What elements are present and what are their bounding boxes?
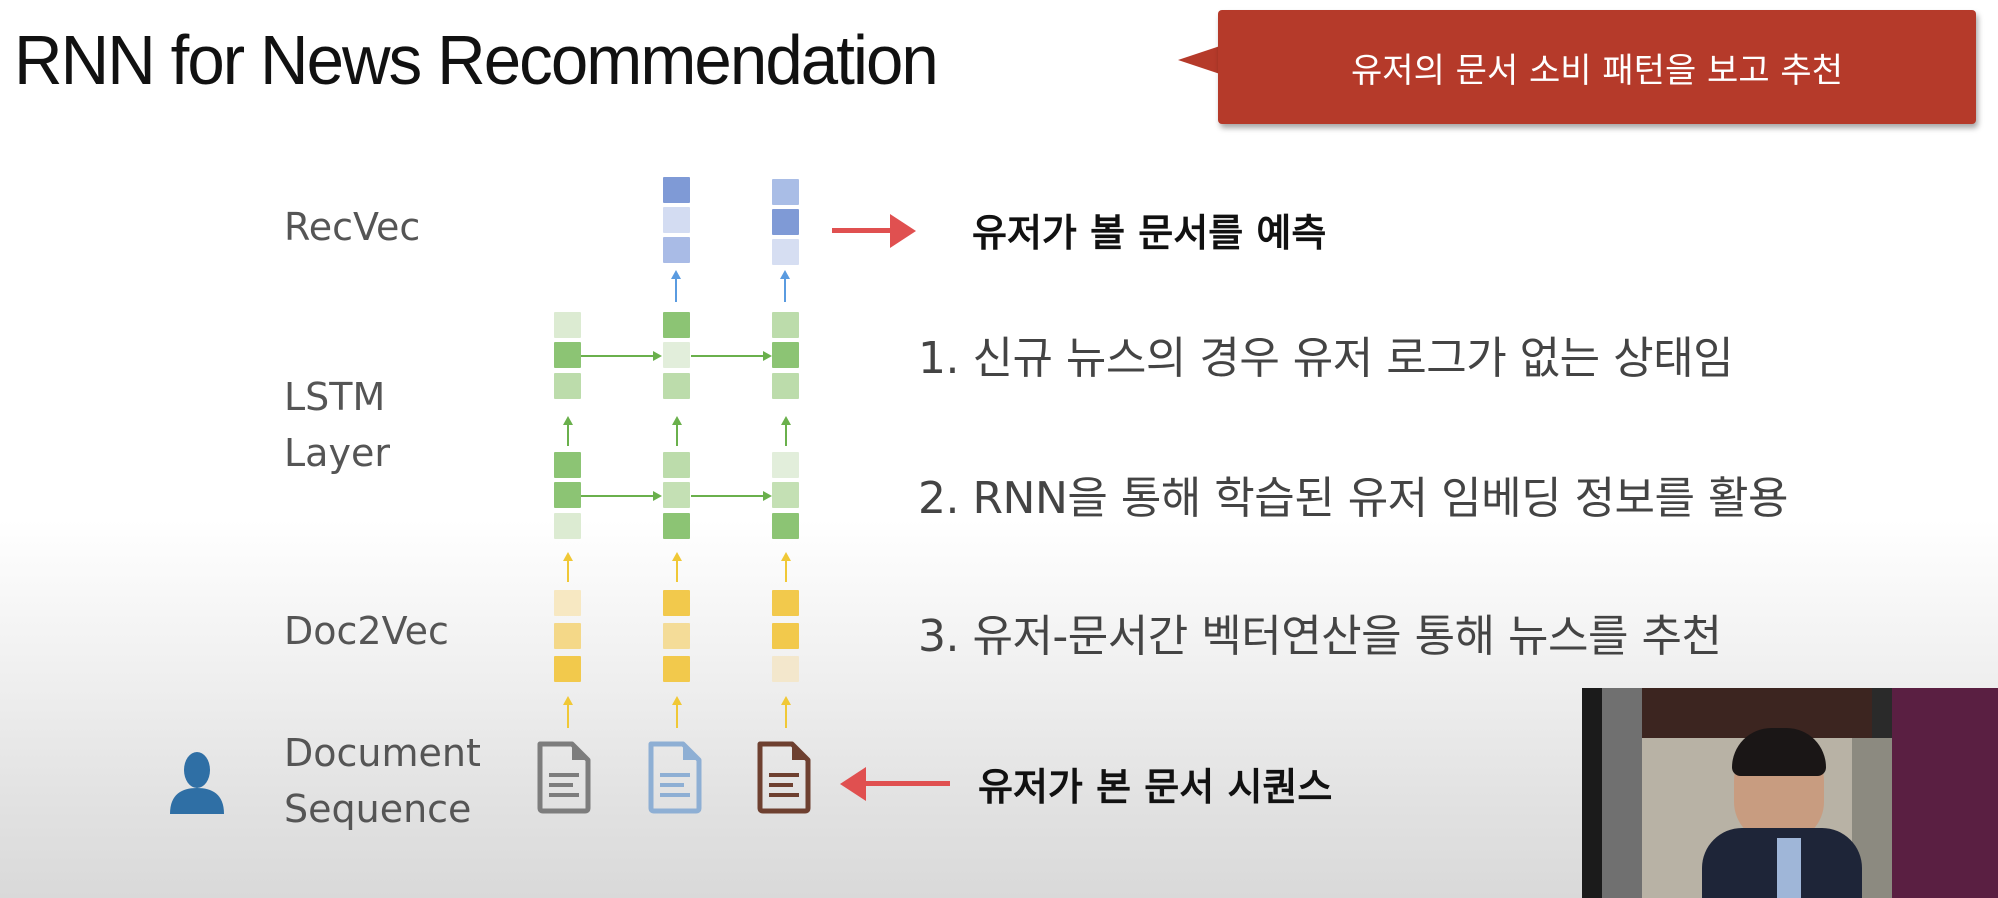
lstm-cell <box>772 513 799 539</box>
recvec-cell <box>663 237 690 263</box>
arrow-head-icon <box>780 270 790 279</box>
recvec-cell <box>772 179 799 205</box>
arrow-up-icon <box>567 422 569 446</box>
lstm-cell <box>772 312 799 338</box>
point-1: 1. 신규 뉴스의 경우 유저 로그가 없는 상태임 <box>918 333 1734 384</box>
callout-tail <box>1178 46 1220 74</box>
arrow-head-icon <box>653 351 662 361</box>
lstm-cell <box>663 373 690 399</box>
point-3: 3. 유저-문서간 벡터연산을 통해 뉴스를 추천 <box>918 611 1722 662</box>
arrow-up-icon <box>784 276 786 302</box>
recurrent-arrow-icon <box>581 355 653 357</box>
arrow-up-icon <box>567 558 569 582</box>
annotation-sequence: 유저가 본 문서 시퀀스 <box>978 765 1333 809</box>
document-icon-gray <box>537 741 591 814</box>
lstm-cell <box>554 452 581 478</box>
slide-title: RNN for News Recommendation <box>14 21 939 99</box>
lstm-cell <box>554 482 581 508</box>
document-icon-blue <box>648 741 702 814</box>
doc2vec-cell <box>772 590 799 616</box>
arrow-head-icon <box>563 416 573 425</box>
doc2vec-cell <box>663 590 690 616</box>
label-doc2vec: Doc2Vec <box>284 609 449 653</box>
arrow-head-icon <box>563 696 573 705</box>
label-lstm-line1: LSTM <box>284 375 386 419</box>
lstm-cell <box>663 452 690 478</box>
point-2: 2. RNN을 통해 학습된 유저 임베딩 정보를 활용 <box>918 473 1788 524</box>
arrow-head-icon <box>763 491 772 501</box>
arrow-head-icon <box>763 351 772 361</box>
lstm-cell <box>772 342 799 368</box>
doc2vec-cell <box>663 623 690 649</box>
arrow-head-icon <box>563 552 573 561</box>
lstm-cell <box>554 342 581 368</box>
label-lstm-line2: Layer <box>284 431 390 475</box>
arrow-head-icon <box>672 696 682 705</box>
recvec-cell <box>772 239 799 265</box>
arrow-head-icon <box>672 416 682 425</box>
doc2vec-cell <box>554 590 581 616</box>
arrow-up-icon <box>785 558 787 582</box>
arrow-up-icon <box>676 422 678 446</box>
arrow-head-icon <box>840 767 866 801</box>
lstm-cell <box>772 482 799 508</box>
arrow-up-icon <box>675 276 677 302</box>
user-icon <box>170 752 224 814</box>
callout-text: 유저의 문서 소비 패턴을 보고 추천 <box>1351 50 1843 91</box>
arrow-up-icon <box>676 702 678 728</box>
lstm-cell <box>663 312 690 338</box>
recvec-cell <box>663 177 690 203</box>
arrow-head-icon <box>672 552 682 561</box>
label-recvec: RecVec <box>284 205 421 249</box>
doc2vec-cell <box>772 656 799 682</box>
callout-box: 유저의 문서 소비 패턴을 보고 추천 <box>1218 10 1976 124</box>
arrow-up-icon <box>567 702 569 728</box>
lstm-cell <box>554 513 581 539</box>
doc2vec-cell <box>772 623 799 649</box>
arrow-up-icon <box>785 422 787 446</box>
doc2vec-cell <box>663 656 690 682</box>
arrow-up-icon <box>676 558 678 582</box>
doc2vec-cell <box>554 656 581 682</box>
lstm-cell <box>772 373 799 399</box>
lstm-cell <box>663 513 690 539</box>
arrow-head-icon <box>671 270 681 279</box>
label-docseq-line1: Document <box>284 731 481 775</box>
arrow-up-icon <box>785 702 787 728</box>
lstm-cell <box>663 482 690 508</box>
recvec-cell <box>663 207 690 233</box>
recurrent-arrow-icon <box>581 495 653 497</box>
recvec-cell <box>772 209 799 235</box>
lstm-cell <box>772 452 799 478</box>
doc2vec-cell <box>554 623 581 649</box>
red-arrow-left-icon <box>864 781 950 786</box>
arrow-head-icon <box>653 491 662 501</box>
recurrent-arrow-icon <box>691 495 763 497</box>
red-arrow-right-icon <box>832 228 892 233</box>
speaker-video-overlay <box>1582 688 1998 898</box>
arrow-head-icon <box>781 552 791 561</box>
annotation-predict: 유저가 볼 문서를 예측 <box>972 211 1327 255</box>
arrow-head-icon <box>781 416 791 425</box>
arrow-head-icon <box>781 696 791 705</box>
lstm-cell <box>663 342 690 368</box>
arrow-head-icon <box>890 214 916 248</box>
document-icon-brown <box>757 741 811 814</box>
label-docseq-line2: Sequence <box>284 787 472 831</box>
recurrent-arrow-icon <box>691 355 763 357</box>
lstm-cell <box>554 373 581 399</box>
lstm-cell <box>554 312 581 338</box>
